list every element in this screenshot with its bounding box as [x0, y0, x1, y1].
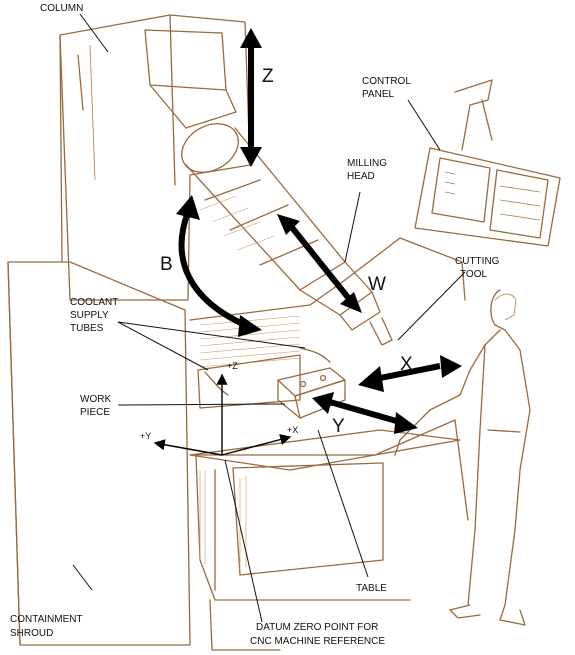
column-label: COLUMN [40, 3, 83, 14]
column-leader [79, 13, 109, 53]
control-panel-drawing [414, 79, 561, 247]
milling-head-label-line1: MILLING [347, 158, 387, 169]
table-leader [317, 429, 369, 578]
table-drawing [189, 354, 461, 471]
coolant-label-line2: SUPPLY [70, 310, 109, 321]
coolant-label-line1: COOLANT [70, 297, 118, 308]
x-axis-label: X [400, 354, 413, 375]
leader-lines [72, 13, 466, 623]
datum-axes [153, 373, 292, 456]
table-label: TABLE [356, 583, 387, 594]
milling-head-label-line2: HEAD [347, 171, 375, 182]
containment-label-line2: SHROUD [10, 628, 53, 639]
milling-head-leader [344, 191, 361, 263]
plus-x-label: +X [287, 425, 298, 435]
datum-label-line2: CNC MACHINE REFERENCE [250, 636, 385, 647]
containment-leader [72, 564, 93, 591]
labels: COLUMN CONTROL PANEL MILLING HEAD CUTTIN… [10, 3, 500, 647]
x-axis-arrow [358, 355, 462, 392]
datum-label-line1: DATUM ZERO POINT FOR [256, 622, 378, 633]
plus-z-label: +Z [227, 361, 238, 371]
motion-arrows [176, 28, 462, 434]
coolant-tubes-drawing [204, 347, 331, 396]
column-drawing [59, 14, 251, 301]
plus-y-label: +Y [140, 431, 151, 441]
coolant-label-line3: TUBES [70, 323, 104, 334]
w-axis-arrow [277, 214, 362, 313]
coolant-leader-lower [117, 321, 209, 371]
enclosure-drawing [7, 237, 469, 651]
operator-drawing [394, 289, 531, 626]
coolant-leader-upper [117, 321, 306, 349]
control-panel-label-line1: CONTROL [362, 76, 411, 87]
work-piece-label-line1: WORK [80, 394, 111, 405]
z-axis-label: Z [262, 66, 274, 87]
cutting-tool-label-line2: TOOL [460, 269, 487, 280]
y-axis-arrow [312, 392, 418, 434]
b-axis-label: B [160, 254, 173, 275]
work-piece-leader [117, 403, 286, 406]
control-panel-leader [407, 99, 441, 151]
work-piece-label-line2: PIECE [80, 407, 110, 418]
b-axis-arrow [176, 195, 262, 337]
w-axis-label: W [368, 274, 386, 295]
y-axis-label: Y [332, 416, 345, 437]
cutting-tool-label-line1: CUTTING [455, 256, 500, 267]
machine-sketch [7, 14, 561, 651]
z-axis-arrow [240, 28, 262, 167]
containment-label-line1: CONTAINMENT [10, 614, 83, 625]
cutting-tool-leader [397, 271, 466, 341]
control-panel-label-line2: PANEL [362, 89, 394, 100]
datum-leader [224, 459, 263, 623]
